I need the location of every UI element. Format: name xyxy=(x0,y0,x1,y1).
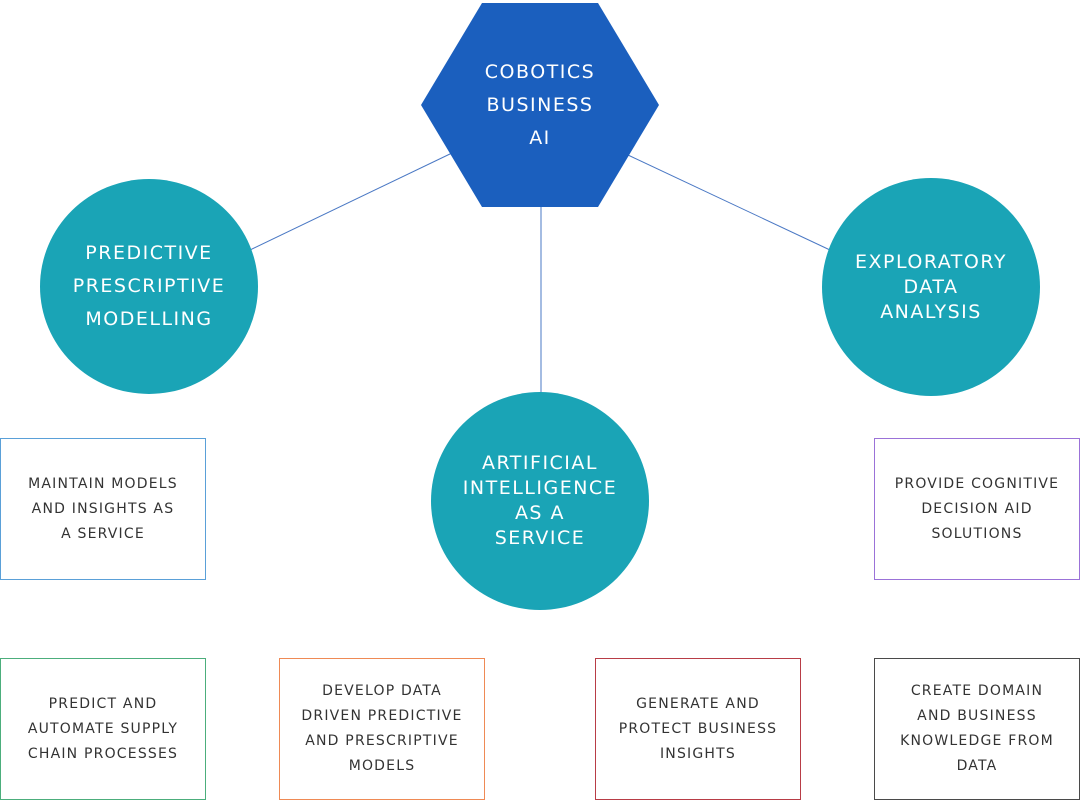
develop-line-2: DRIVEN PREDICTIVE xyxy=(301,708,463,724)
hub-label-line-3: AI xyxy=(529,126,551,149)
exploratory-line-1: EXPLORATORY xyxy=(855,250,1007,273)
create-line-3: KNOWLEDGE FROM xyxy=(900,733,1054,749)
generate-line-2: PROTECT BUSINESS xyxy=(618,720,778,737)
maintain-line-1: MAINTAIN MODELS xyxy=(28,475,178,492)
cognitive-line-2: DECISION AID xyxy=(921,500,1033,517)
develop-line-4: MODELS xyxy=(348,758,416,774)
develop-models-box: DEVELOP DATA DRIVEN PREDICTIVE AND PRESC… xyxy=(279,658,485,800)
connector-hub-to-exploratory xyxy=(627,154,831,251)
supply-line-3: CHAIN PROCESSES xyxy=(27,745,179,762)
hub-label-line-2: BUSINESS xyxy=(486,93,594,116)
hub-label-line-1: COBOTICS xyxy=(484,60,596,83)
domain-knowledge-box: CREATE DOMAIN AND BUSINESS KNOWLEDGE FRO… xyxy=(874,658,1080,800)
exploratory-line-2: DATA xyxy=(903,275,959,298)
ai-service-line-1: ARTIFICIAL xyxy=(481,452,598,474)
maintain-line-3: A SERVICE xyxy=(61,525,145,542)
maintain-models-box: MAINTAIN MODELS AND INSIGHTS AS A SERVIC… xyxy=(0,438,206,580)
create-line-4: DATA xyxy=(956,758,998,774)
generate-line-3: INSIGHTS xyxy=(659,745,737,762)
develop-line-3: AND PRESCRIPTIVE xyxy=(305,733,459,749)
maintain-line-2: AND INSIGHTS AS xyxy=(31,500,175,517)
predictive-line-1: PREDICTIVE xyxy=(85,242,213,264)
ai-service-line-4: SERVICE xyxy=(494,527,586,549)
supply-line-2: AUTOMATE SUPPLY xyxy=(27,720,179,737)
hub-label: COBOTICS BUSINESS AI xyxy=(420,2,660,208)
cognitive-line-1: PROVIDE COGNITIVE xyxy=(894,475,1060,492)
exploratory-line-3: ANALYSIS xyxy=(880,300,982,323)
ai-service-line-3: AS A xyxy=(514,502,566,524)
business-insights-box: GENERATE AND PROTECT BUSINESS INSIGHTS xyxy=(595,658,801,800)
create-line-1: CREATE DOMAIN xyxy=(910,683,1044,699)
generate-line-1: GENERATE AND xyxy=(636,695,760,712)
exploratory-analysis-circle: EXPLORATORY DATA ANALYSIS xyxy=(822,178,1040,396)
predictive-line-2: PRESCRIPTIVE xyxy=(72,275,226,297)
create-line-2: AND BUSINESS xyxy=(917,708,1037,724)
cognitive-line-3: SOLUTIONS xyxy=(931,525,1023,542)
supply-line-1: PREDICT AND xyxy=(48,695,158,712)
predictive-line-3: MODELLING xyxy=(85,308,213,330)
supply-chain-box: PREDICT AND AUTOMATE SUPPLY CHAIN PROCES… xyxy=(0,658,206,800)
develop-line-1: DEVELOP DATA xyxy=(322,683,442,699)
cognitive-decision-box: PROVIDE COGNITIVE DECISION AID SOLUTIONS xyxy=(874,438,1080,580)
ai-service-circle: ARTIFICIAL INTELLIGENCE AS A SERVICE xyxy=(431,392,649,610)
hub-hexagon xyxy=(421,3,659,207)
ai-service-line-2: INTELLIGENCE xyxy=(462,477,618,499)
predictive-modelling-circle: PREDICTIVE PRESCRIPTIVE MODELLING xyxy=(40,179,258,394)
connector-hub-to-predictive xyxy=(249,152,453,251)
